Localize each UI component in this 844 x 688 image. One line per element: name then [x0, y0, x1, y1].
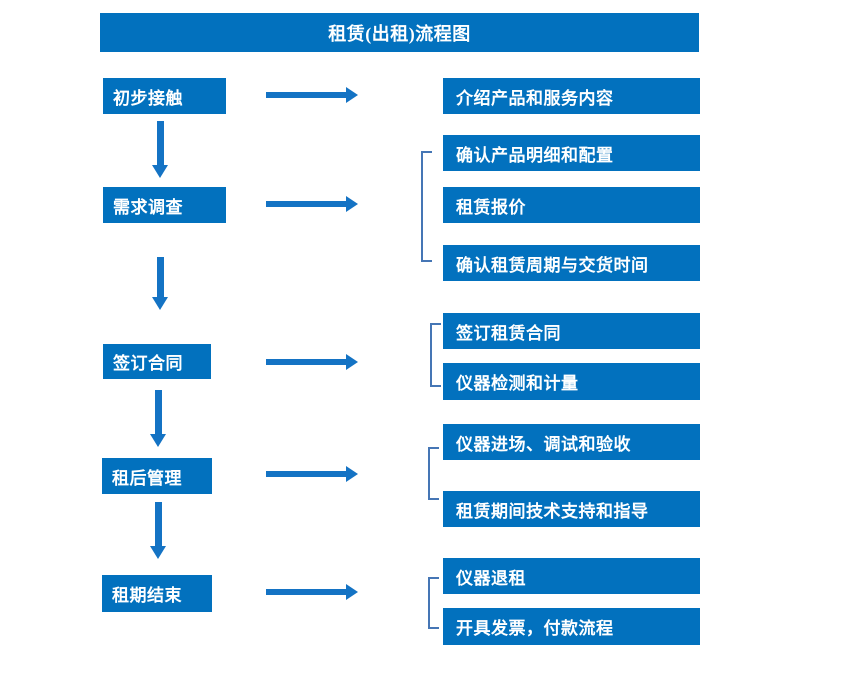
down-arrow-4-icon	[150, 502, 166, 559]
task-box-introduce-products: 介绍产品和服务内容	[443, 78, 700, 114]
right-arrow-row3-icon	[266, 354, 358, 370]
stage-box-sign-contract: 签订合同	[103, 344, 211, 379]
task-box-instrument-return: 仪器退租	[443, 558, 700, 594]
bracket-group-post-rental	[428, 447, 439, 500]
stage-box-post-rental-management: 租后管理	[102, 458, 212, 494]
flowchart-title: 租赁(出租)流程图	[100, 13, 699, 52]
bracket-group-lease-end	[428, 577, 439, 629]
stage-box-lease-end: 租期结束	[102, 575, 212, 612]
down-arrow-3-icon	[150, 390, 166, 447]
stage-box-demand-survey: 需求调查	[103, 187, 226, 223]
down-arrow-2-icon	[152, 257, 168, 310]
right-arrow-row1-icon	[266, 87, 358, 103]
down-arrow-1-icon	[152, 121, 168, 178]
right-arrow-row4-icon	[266, 466, 358, 482]
task-box-invoice-payment: 开具发票，付款流程	[443, 608, 700, 645]
task-box-technical-support: 租赁期间技术支持和指导	[443, 491, 700, 527]
task-box-instrument-testing: 仪器检测和计量	[443, 363, 700, 400]
bracket-group-demand-survey	[421, 151, 432, 262]
task-box-sign-rental-contract: 签订租赁合同	[443, 313, 700, 349]
task-box-confirm-rental-period: 确认租赁周期与交货时间	[443, 245, 700, 281]
task-box-rental-quote: 租赁报价	[443, 187, 700, 223]
bracket-group-sign-contract	[430, 323, 441, 387]
right-arrow-row2-icon	[266, 196, 358, 212]
task-box-confirm-product-details: 确认产品明细和配置	[443, 135, 700, 171]
right-arrow-row5-icon	[266, 584, 358, 600]
stage-box-initial-contact: 初步接触	[103, 78, 226, 114]
task-box-instrument-arrival-acceptance: 仪器进场、调试和验收	[443, 424, 700, 460]
